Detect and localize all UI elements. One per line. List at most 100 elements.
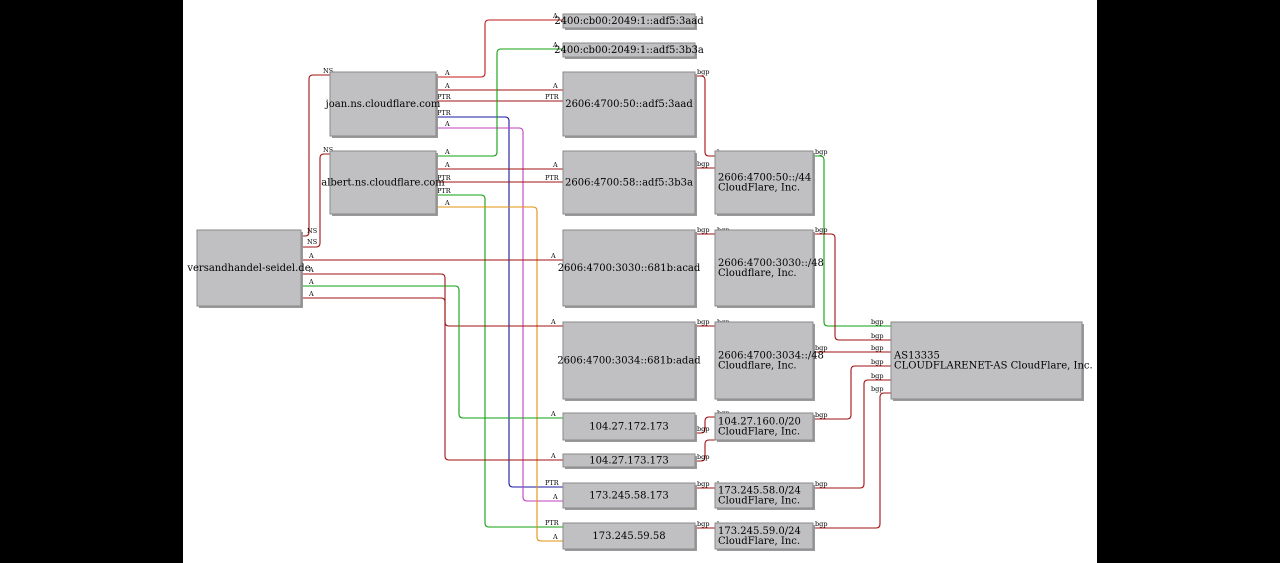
edge-line [436, 116, 563, 488]
node-box [562, 13, 696, 29]
edge-line [813, 392, 891, 529]
node-v6acad[interactable]: 2606:4700:3030::681b:acad [558, 229, 701, 308]
edge-tail-label: A [308, 252, 314, 260]
node-box [714, 412, 814, 441]
edge-tail-label: PTR [437, 93, 452, 101]
node-label: 2400:cb00:2049:1::adf5:3b3a [554, 45, 704, 56]
node-box [562, 321, 696, 400]
node-v6b3a[interactable]: 2606:4700:58::adf5:3b3a [562, 150, 697, 216]
node-label: joan.ns.cloudflare.com [325, 99, 441, 110]
edge-head-label: bgp [871, 385, 883, 393]
node-albert[interactable]: albert.ns.cloudflare.com [321, 150, 445, 216]
edge-line [301, 273, 563, 327]
node-box [329, 150, 437, 215]
edge-line [813, 379, 891, 489]
edge-line [813, 365, 891, 420]
edge-domain-to-v6adad: AA [301, 266, 563, 327]
edge-line [303, 74, 330, 237]
node-box [562, 522, 696, 550]
node-v6adad[interactable]: 2606:4700:3034::681b:adad [557, 321, 701, 401]
edge-line [303, 153, 330, 248]
edge-net50-to-asn: bgp bgp [813, 148, 891, 327]
node-ip59[interactable]: 173.245.59.58 [562, 522, 697, 551]
edge-line [436, 127, 563, 502]
node-box [890, 321, 1083, 400]
node-label: CLOUDFLARENET-AS CloudFlare, Inc. [894, 361, 1093, 372]
node-label: 2606:4700:3030::/48 [718, 258, 824, 269]
edge-tail-label: bgp [815, 520, 827, 528]
node-box [196, 229, 302, 307]
node-ip173[interactable]: 104.27.173.173 [562, 453, 697, 469]
node-label: 104.27.172.173 [589, 422, 669, 433]
edge-domain-to-joan: NS NS [303, 67, 333, 237]
edge-joan-to-ip58: AA [436, 120, 563, 502]
edge-tail-label: A [308, 266, 314, 274]
node-ip58[interactable]: 173.245.58.173 [562, 482, 697, 510]
node-box [562, 453, 696, 468]
node-label: 2606:4700:50::/44 [718, 173, 811, 184]
node-box [714, 229, 814, 307]
edge-tail-label: A [444, 161, 450, 169]
node-label: versandhandel-seidel.de [186, 263, 310, 274]
edge-tail-label: bgp [697, 480, 709, 488]
edge-line [813, 155, 891, 327]
edge-head-label: A [552, 533, 558, 541]
edge-tail-label: bgp [697, 520, 709, 528]
node-label: CloudFlare, Inc. [718, 536, 800, 547]
node-v6b3a_top[interactable]: 2400:cb00:2049:1::adf5:3b3a [554, 42, 704, 59]
edge-tail-label: bgp [815, 344, 827, 352]
edge-tail-label: PTR [437, 174, 452, 182]
node-joan[interactable]: joan.ns.cloudflare.com [325, 71, 441, 138]
node-domain[interactable]: versandhandel-seidel.de [186, 229, 311, 308]
edge-tail-label: bgp [697, 160, 709, 168]
node-label: 173.245.59.0/24 [718, 526, 801, 537]
node-label: CloudFlare, Inc. [718, 427, 800, 438]
node-ip172[interactable]: 104.27.172.173 [562, 412, 697, 442]
node-label: 2606:4700:3030::681b:acad [558, 263, 701, 274]
edge-albert-to-ip59: AA [436, 199, 563, 542]
edge-head-label: A [552, 493, 558, 501]
edge-head-label: NS [323, 146, 333, 154]
edge-line [436, 194, 563, 528]
node-v6aad_top[interactable]: 2400:cb00:2049:1::adf5:3aad [554, 13, 704, 30]
node-label: 2606:4700:3034::/48 [718, 351, 824, 362]
edge-tail-label: PTR [437, 109, 452, 117]
edge-head-label: A [550, 318, 556, 326]
edge-tail-label: A [444, 148, 450, 156]
edge-tail-label: bgp [815, 226, 827, 234]
edge-tail-label: A [444, 82, 450, 90]
node-label: CloudFlare, Inc. [718, 496, 800, 507]
node-label: 2606:4700:58::adf5:3b3a [565, 178, 693, 189]
node-box [714, 150, 814, 215]
edge-tail-label: bgp [697, 425, 709, 433]
node-box [714, 522, 814, 550]
edge-head-label: A [550, 410, 556, 418]
edge-tail-label: bgp [815, 148, 827, 156]
node-label: CloudFlare, Inc. [718, 183, 800, 194]
edge-line [695, 439, 715, 462]
edge-tail-label: PTR [437, 187, 452, 195]
node-box [329, 71, 437, 137]
edge-tail-label: NS [307, 227, 317, 235]
node-box [562, 150, 696, 215]
edge-tail-label: bgp [697, 453, 709, 461]
node-v6aad[interactable]: 2606:4700:50::adf5:3aad [562, 71, 697, 138]
node-label: Cloudflare, Inc. [718, 361, 797, 372]
edge-domain-to-ip172: AA [301, 278, 563, 419]
